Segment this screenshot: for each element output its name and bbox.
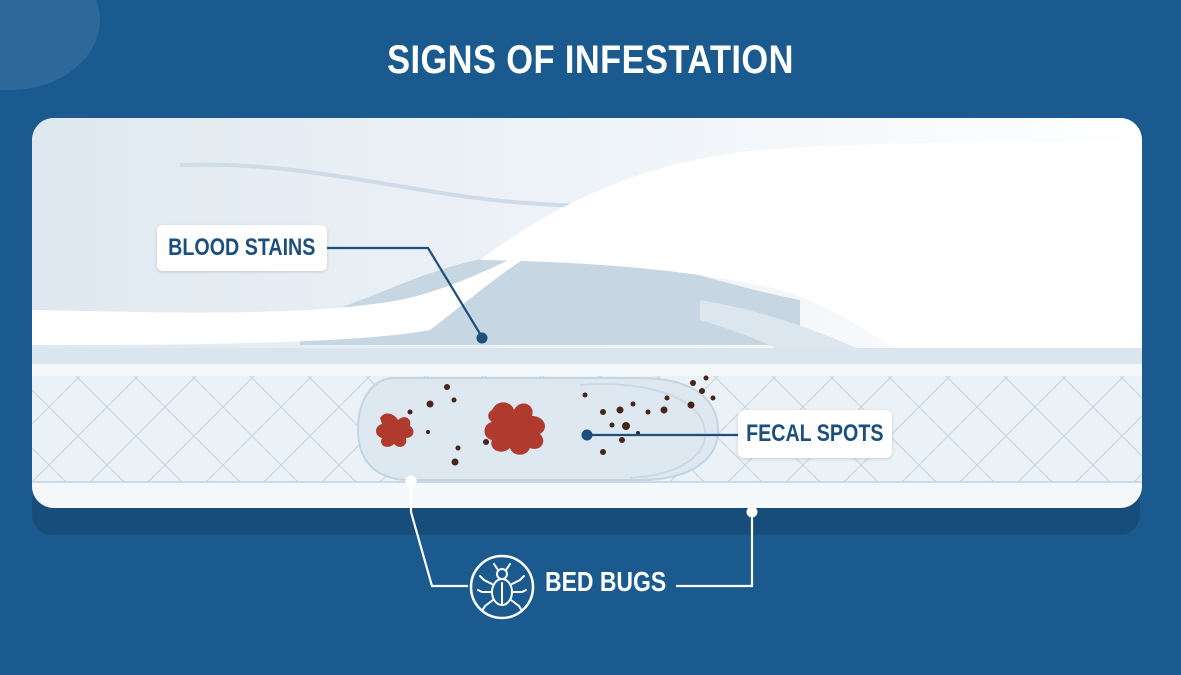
fecal-spots-label: FECAL SPOTS bbox=[738, 410, 892, 458]
blood-stains-marker bbox=[476, 332, 488, 344]
blood-stain bbox=[484, 402, 546, 455]
light-glare bbox=[0, 0, 100, 90]
blood-stain bbox=[376, 413, 414, 447]
mattress-seam bbox=[32, 364, 1142, 376]
mattress-bottom-seam bbox=[32, 482, 1142, 508]
bed-bugs-marker-right bbox=[746, 506, 758, 518]
magnified-area-inner bbox=[579, 383, 707, 479]
bed-bugs-marker-left bbox=[405, 475, 417, 487]
fecal-spots-marker bbox=[581, 429, 593, 441]
page-title: SIGNS OF INFESTATION bbox=[387, 38, 794, 82]
fecal-spots-label-text: FECAL SPOTS bbox=[746, 420, 884, 447]
blood-stains-label-text: BLOOD STAINS bbox=[168, 234, 316, 261]
blood-stains-leader bbox=[320, 246, 483, 338]
sheet-fold-left bbox=[32, 240, 560, 345]
fecal-spots bbox=[407, 375, 716, 466]
bed-bugs-leader-left bbox=[409, 481, 468, 588]
mattress-edge bbox=[32, 348, 1142, 364]
bed-bugs-label: BED BUGS bbox=[545, 566, 667, 597]
bed-bugs-leader-right bbox=[676, 512, 754, 588]
bug-icon bbox=[469, 554, 535, 620]
blood-stains-label: BLOOD STAINS bbox=[157, 225, 327, 271]
